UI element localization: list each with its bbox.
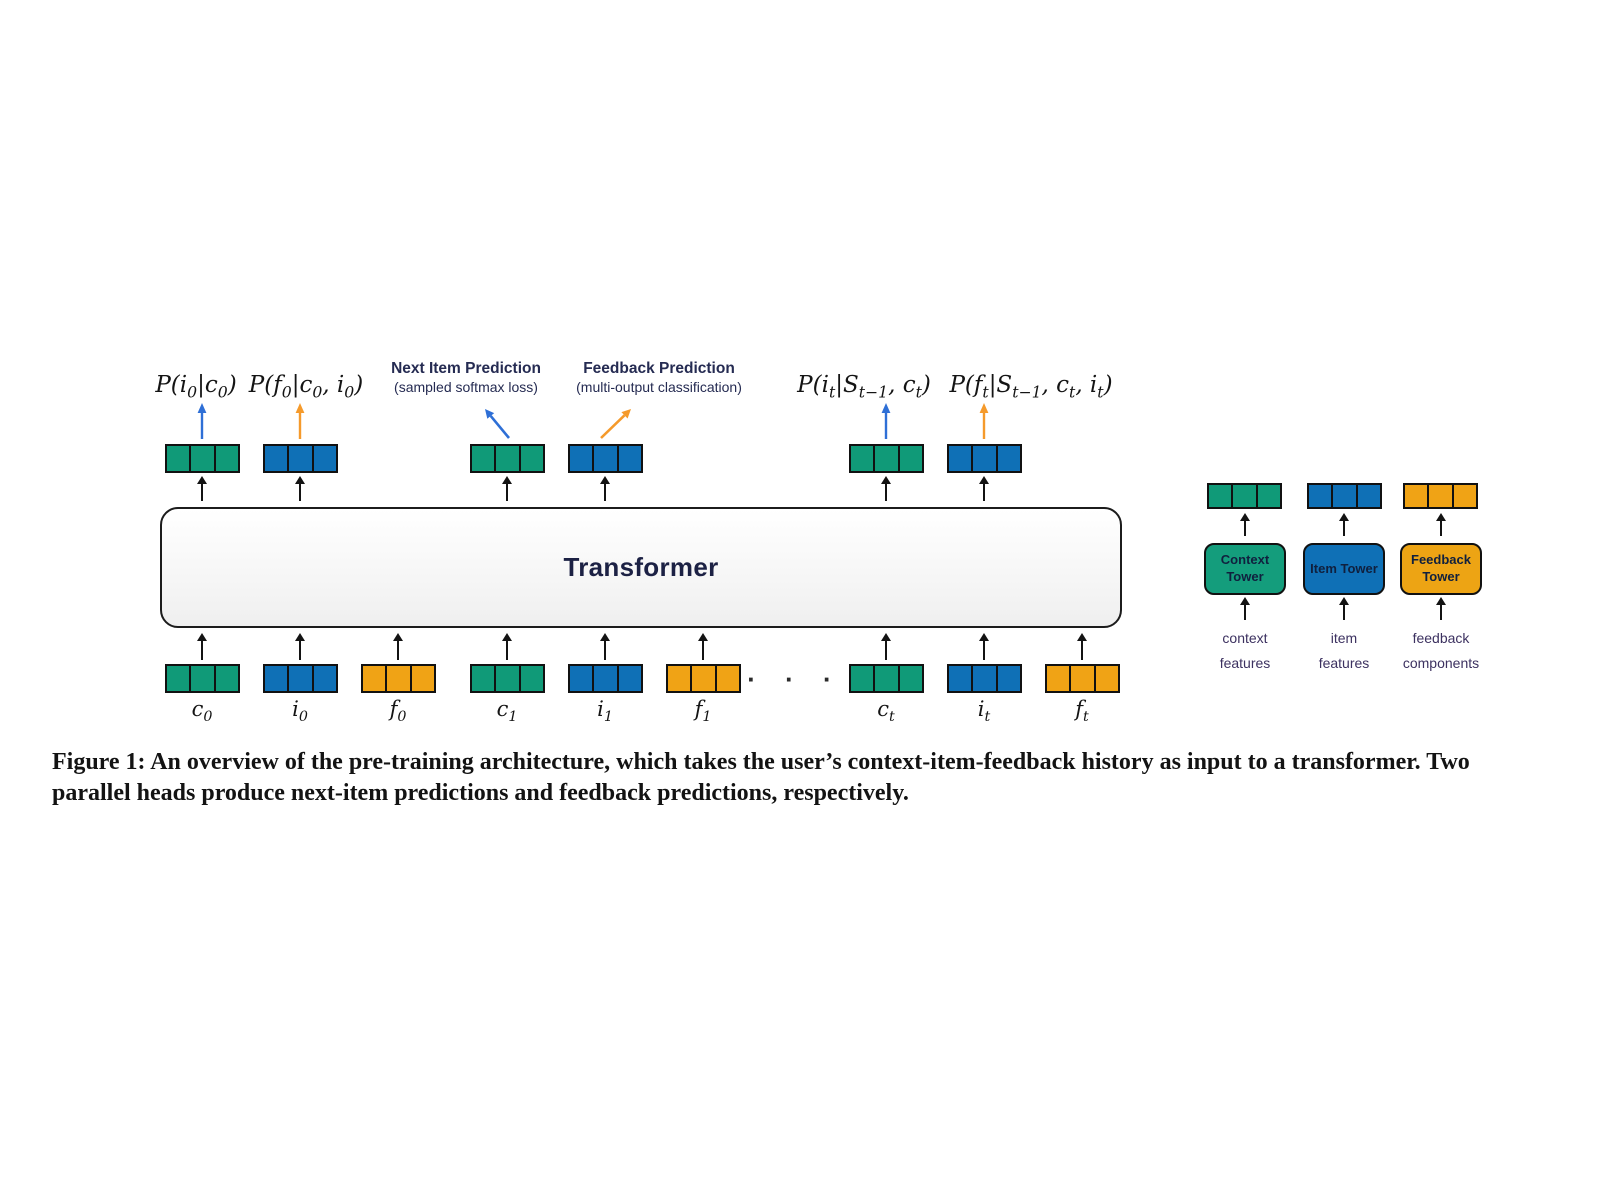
transformer-box: Transformer xyxy=(160,507,1122,628)
up-arrow xyxy=(294,633,305,660)
figure-caption: Figure 1: An overview of the pre-trainin… xyxy=(52,749,1470,806)
input-token-strip-it xyxy=(947,664,1022,693)
up-arrow xyxy=(697,633,708,660)
orange-diagonal-arrow xyxy=(600,409,631,439)
output-token-strip xyxy=(947,444,1022,473)
output-token-strip xyxy=(263,444,338,473)
up-arrow xyxy=(501,633,512,660)
feedback-prediction-subtitle: (multi-output classification) xyxy=(576,378,742,395)
next-item-prediction-title: Next Item Prediction xyxy=(391,360,541,377)
up-arrow xyxy=(1338,513,1349,536)
formula-p-ft: P(ft|St−1, ct, it) xyxy=(949,372,1113,402)
next-item-prediction-label: Next Item Prediction (sampled softmax lo… xyxy=(391,360,541,396)
formula-p-f0-given-c0-i0: P(f0|c0, i0) xyxy=(248,372,364,402)
orange-up-arrow xyxy=(295,403,305,439)
context-tower-label: Context Tower xyxy=(1220,552,1270,584)
up-arrow xyxy=(1435,513,1446,536)
context-embedding-strip xyxy=(1207,483,1282,509)
next-item-prediction-subtitle: (sampled softmax loss) xyxy=(394,378,538,395)
up-arrow xyxy=(196,633,207,660)
input-label-f0: f0 xyxy=(389,697,407,726)
item-tower-label: Item Tower xyxy=(1310,560,1378,576)
item-embedding-strip xyxy=(1307,483,1382,509)
item-tower-box: Item Tower xyxy=(1303,543,1385,595)
output-token-strip xyxy=(849,444,924,473)
blue-diagonal-arrow xyxy=(485,409,511,439)
feedback-tower-label: Feedback Tower xyxy=(1411,552,1471,584)
input-token-strip-ct xyxy=(849,664,924,693)
transformer-label: Transformer xyxy=(563,552,719,582)
input-token-strip-i1 xyxy=(568,664,643,693)
up-arrow xyxy=(294,476,305,501)
input-label-c0: c0 xyxy=(191,697,213,726)
input-token-strip-f1 xyxy=(666,664,741,693)
blue-up-arrow xyxy=(197,403,207,439)
up-arrow xyxy=(880,633,891,660)
up-arrow xyxy=(1239,597,1250,620)
input-label-i0: i0 xyxy=(292,697,308,726)
context-tower-box: Context Tower xyxy=(1204,543,1286,595)
output-token-strip xyxy=(165,444,240,473)
context-features-label-line2: features xyxy=(1219,655,1271,671)
feedback-prediction-title: Feedback Prediction xyxy=(583,360,735,377)
input-token-strip-ft xyxy=(1045,664,1120,693)
input-label-it: it xyxy=(977,697,991,726)
up-arrow xyxy=(1076,633,1087,660)
blue-up-arrow xyxy=(881,403,891,439)
orange-up-arrow xyxy=(979,403,989,439)
input-token-strip-c0 xyxy=(165,664,240,693)
feedback-embedding-strip xyxy=(1403,483,1478,509)
feedback-components-label-line2: components xyxy=(1402,655,1480,671)
input-token-strip-i0 xyxy=(263,664,338,693)
output-token-strip xyxy=(568,444,643,473)
item-features-label-line2: features xyxy=(1318,655,1370,671)
context-features-label-line1: context xyxy=(1222,630,1268,646)
input-label-ft: ft xyxy=(1075,697,1089,726)
up-arrow xyxy=(599,476,610,501)
input-label-i1: i1 xyxy=(597,697,613,726)
up-arrow xyxy=(392,633,403,660)
up-arrow xyxy=(978,633,989,660)
up-arrow xyxy=(1239,513,1250,536)
item-features-label-line1: item xyxy=(1330,630,1358,646)
up-arrow xyxy=(1338,597,1349,620)
up-arrow xyxy=(1435,597,1446,620)
input-label-c1: c1 xyxy=(496,697,518,726)
input-token-strip-f0 xyxy=(361,664,436,693)
output-token-strip xyxy=(470,444,545,473)
up-arrow xyxy=(978,476,989,501)
input-token-strip-c1 xyxy=(470,664,545,693)
ellipsis: · · · xyxy=(747,664,843,694)
input-label-f1: f1 xyxy=(694,697,712,726)
up-arrow xyxy=(880,476,891,501)
formula-p-i0-given-c0: P(i0|c0) xyxy=(155,372,237,402)
up-arrow xyxy=(196,476,207,501)
feedback-tower-box: Feedback Tower xyxy=(1400,543,1482,595)
formula-p-it: P(it|St−1, ct) xyxy=(797,372,931,402)
input-label-ct: ct xyxy=(877,697,895,726)
up-arrow xyxy=(599,633,610,660)
feedback-prediction-label: Feedback Prediction (multi-output classi… xyxy=(576,360,742,396)
feedback-components-label-line1: feedback xyxy=(1412,630,1470,646)
up-arrow xyxy=(501,476,512,501)
